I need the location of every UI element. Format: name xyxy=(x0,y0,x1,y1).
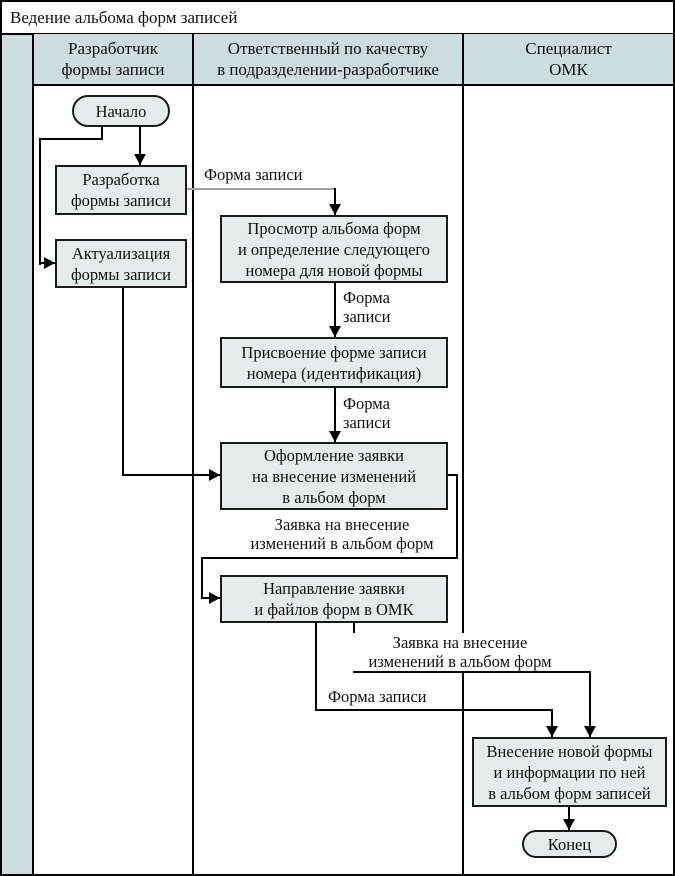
edge-label-form-1: Форма записи xyxy=(202,165,305,184)
connector-start-develop xyxy=(139,127,141,165)
connector-start-update-1 xyxy=(101,127,103,140)
arrowhead-update xyxy=(44,257,55,269)
connector-request-send-3 xyxy=(201,557,458,559)
lane-header-quality: Ответственный по качеству в подразделени… xyxy=(194,34,462,84)
node-start: Начало xyxy=(72,95,170,127)
node-send-to-omk: Направление заявки и файлов форм в ОМК xyxy=(220,575,448,623)
connector-send-insert-request-3 xyxy=(589,671,591,737)
diagram-title: Ведение альбома форм записей xyxy=(2,2,673,33)
node-prepare-request: Оформление заявки на внесение изменений … xyxy=(220,442,448,510)
connector-send-insert-form-2 xyxy=(315,709,553,711)
connector-update-request-h xyxy=(122,474,220,476)
connector-review-assign xyxy=(334,283,336,337)
connector-send-insert-form-3 xyxy=(551,709,553,737)
connector-start-update-3 xyxy=(39,138,41,265)
lane-header-bottom-line xyxy=(32,84,673,86)
lane-header-developer: Разработчик формы записи xyxy=(33,34,193,84)
arrowhead-insert-right xyxy=(584,726,596,737)
arrowhead-end xyxy=(563,819,575,830)
edge-label-form-4: Форма записи xyxy=(326,687,429,706)
edge-label-form-2: Форма записи xyxy=(341,288,393,326)
connector-start-update-2 xyxy=(39,138,103,140)
arrowhead-send xyxy=(209,592,220,604)
connector-request-send-1 xyxy=(448,474,458,476)
node-end: Конец xyxy=(522,830,617,858)
connector-assign-request xyxy=(334,388,336,442)
node-review-album: Просмотр альбома форм и определение след… xyxy=(220,215,448,283)
arrowhead-develop xyxy=(134,154,146,165)
lane-border-quality-omk xyxy=(462,34,464,874)
node-update-form: Актуализация формы записи xyxy=(55,239,187,288)
connector-request-send-2 xyxy=(456,474,458,559)
edge-label-request-2: Заявка на внесение изменений в альбом фо… xyxy=(352,633,568,671)
arrowhead-assign xyxy=(329,326,341,337)
connector-insert-end xyxy=(568,807,570,830)
connector-send-insert-request-2 xyxy=(353,671,591,673)
edge-label-form-3: Форма записи xyxy=(341,394,393,432)
side-strip xyxy=(2,34,33,874)
arrowhead-request-left xyxy=(209,469,220,481)
arrowhead-request-top xyxy=(329,431,341,442)
edge-label-request-1: Заявка на внесение изменений в альбом фо… xyxy=(234,515,450,553)
connector-update-request-v xyxy=(122,288,124,476)
lane-border-developer-quality xyxy=(192,34,194,874)
connector-request-send-4 xyxy=(201,557,203,599)
arrowhead-review xyxy=(329,204,341,215)
connector-send-insert-form-1 xyxy=(315,623,317,711)
lane-border-strip xyxy=(32,34,34,874)
node-assign-number: Присвоение форме записи номера (идентифи… xyxy=(220,337,448,388)
connector-develop-review-h xyxy=(187,188,336,190)
lane-header-omk: Специалист ОМК xyxy=(464,34,673,84)
arrowhead-insert-left xyxy=(546,726,558,737)
node-insert-into-album: Внесение новой формы и информации по ней… xyxy=(472,737,667,807)
node-develop-form: Разработка формы записи xyxy=(55,165,187,215)
connector-develop-review-v xyxy=(334,188,336,215)
